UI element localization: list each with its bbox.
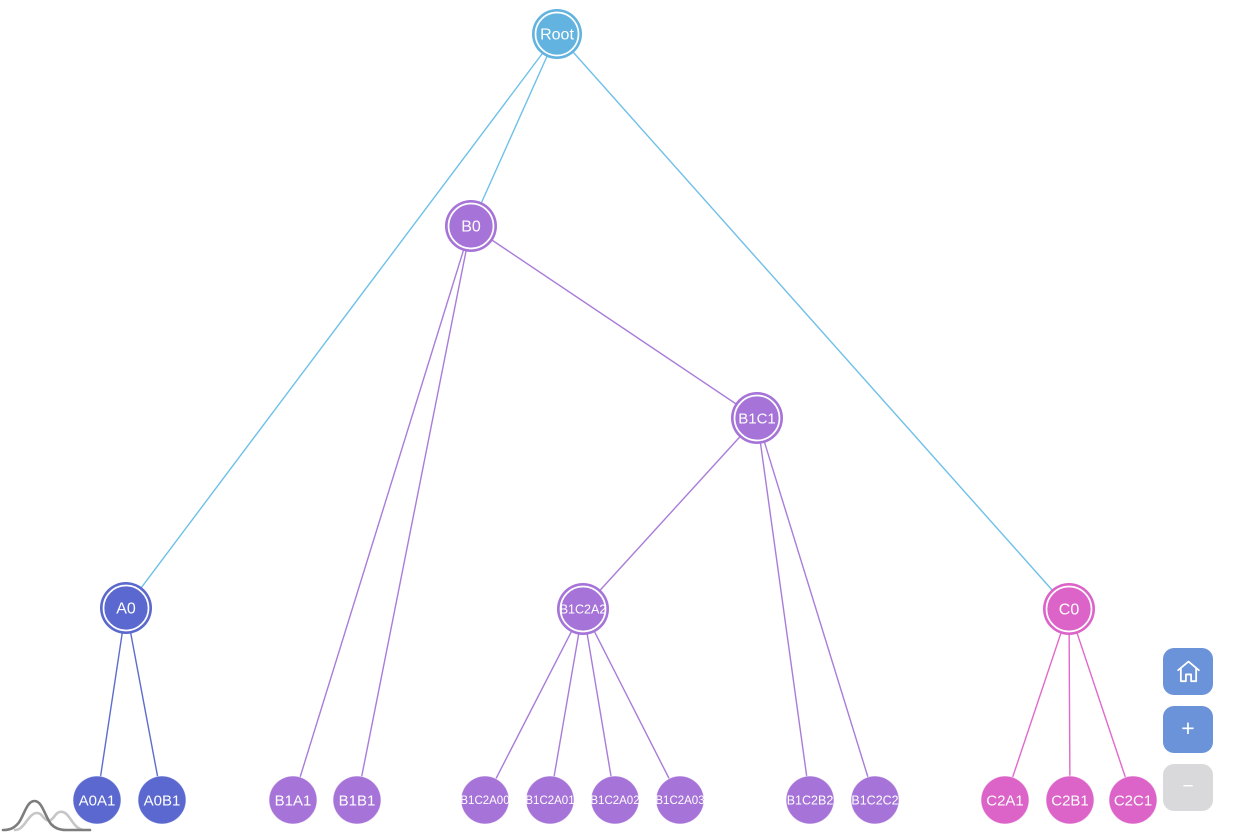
graph-node-c2c1[interactable]: C2C1 [1108,775,1158,825]
node-ring [733,394,781,442]
graph-edge [356,225,472,801]
graph-node-c2b1[interactable]: C2B1 [1045,775,1095,825]
graph-node-a0[interactable]: A0 [100,582,152,634]
node-label: C0 [1059,602,1080,619]
node-ring [1045,585,1093,633]
node-circle [100,582,152,634]
node-label: B1C2B2 [787,793,834,807]
node-label: C2C1 [1114,792,1152,809]
node-label: B1C2A2 [560,602,607,616]
node-circle [137,775,187,825]
graph-node-b1c2a00[interactable]: B1C2A00 [460,775,510,825]
graph-node-b0[interactable]: B0 [445,200,497,252]
graph-node-b1c2a03[interactable]: B1C2A03 [655,775,705,825]
graph-edge [470,33,558,227]
node-circle [332,775,382,825]
node-label: C2B1 [1051,792,1089,809]
node-label: B1C1 [738,410,776,427]
node-ring [447,202,495,250]
graph-node-b1c2a01[interactable]: B1C2A01 [525,775,575,825]
graph-node-b1c2a2[interactable]: B1C2A2 [557,583,609,635]
distribution-curves-logo [1,799,92,832]
graph-edge [1068,608,1134,801]
graph-node-b1b1[interactable]: B1B1 [332,775,382,825]
graph-node-b1a1[interactable]: B1A1 [268,775,318,825]
zoom-in-button[interactable]: + [1163,706,1213,753]
graph-edge [582,417,758,610]
node-circle [785,775,835,825]
minus-icon: − [1182,776,1194,797]
node-ring [102,584,150,632]
node-circle [532,9,582,59]
node-label: B1C2A03 [655,795,704,807]
node-circle [1045,775,1095,825]
node-label: B1C2A00 [460,795,509,807]
node-label: B0 [461,219,481,236]
node-circle [1043,583,1095,635]
graph-edge [1004,608,1070,801]
node-label: A0B1 [144,792,181,809]
graph-node-b1c2c2[interactable]: B1C2C2 [850,775,900,825]
graph-node-c2a1[interactable]: C2A1 [980,775,1030,825]
node-circle [268,775,318,825]
node-ring [534,11,580,57]
node-circle [525,775,575,825]
graph-nodes: Root B0 B1C1 A0 B1C2A2 [72,9,1158,825]
graph-node-a0a1[interactable]: A0A1 [72,775,122,825]
node-label: C2A1 [986,792,1024,809]
logo-dark-curve [1,799,92,832]
plus-icon: + [1181,715,1195,741]
node-label: A0A1 [79,792,116,809]
graph-edge [756,417,811,801]
graph-edge [756,417,876,801]
node-circle [72,775,122,825]
node-circle [850,775,900,825]
graph-edge [470,225,758,419]
graph-node-c0[interactable]: C0 [1043,583,1095,635]
graph-edges [96,33,1134,801]
node-circle [655,775,705,825]
graph-edge [292,225,472,801]
node-circle [557,583,609,635]
node-circle [590,775,640,825]
graph-edge [582,608,616,801]
zoom-out-button[interactable]: − [1163,764,1213,811]
node-circle [445,200,497,252]
node-label: B1C2A01 [525,795,574,807]
graph-edge [96,607,127,801]
graph-node-b1c2a02[interactable]: B1C2A02 [590,775,640,825]
node-label: B1C2C2 [851,793,898,807]
node-label: B1C2A02 [590,795,639,807]
node-label: A0 [116,601,136,618]
view-controls: + − [1163,648,1213,811]
graph-edge [1068,608,1071,801]
graph-edge [582,608,681,801]
graph-edge [556,33,1070,610]
graph-node-a0b1[interactable]: A0B1 [137,775,187,825]
node-ring [559,585,607,633]
graph-node-root[interactable]: Root [532,9,582,59]
home-icon [1176,660,1200,683]
graph-node-b1c2b2[interactable]: B1C2B2 [785,775,835,825]
node-circle [980,775,1030,825]
node-label: B1B1 [339,792,376,809]
node-label: B1A1 [275,792,312,809]
node-circle [460,775,510,825]
graph-edge [484,608,584,801]
node-circle [1108,775,1158,825]
node-label: Root [540,27,574,44]
graph-edge [125,33,558,609]
node-circle [731,392,783,444]
graph-edge [125,607,163,801]
graph-node-b1c1[interactable]: B1C1 [731,392,783,444]
graph-edge [549,608,584,801]
fit-view-home-button[interactable] [1163,648,1213,695]
